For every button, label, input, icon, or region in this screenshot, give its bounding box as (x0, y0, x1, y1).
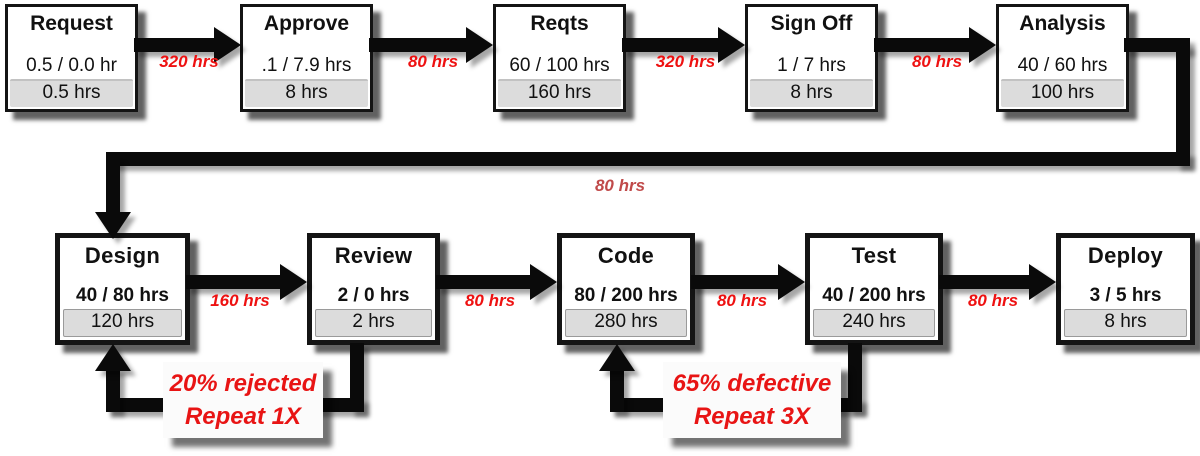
wait-label-test-deploy: 80 hrs (967, 291, 1019, 310)
wait-label-signoff-analysis: 80 hrs (911, 52, 963, 71)
wait-label-reqts-signoff: 320 hrs (655, 52, 716, 71)
arrow-analysis-design-segment-drop (106, 158, 120, 214)
arrow-analysis-design-head-icon (95, 212, 131, 239)
process-total-time: 8 hrs (1064, 309, 1187, 337)
arrow-design-review-head-icon (280, 264, 307, 300)
arrow-request-approve-head-icon (214, 27, 241, 63)
loop-review-design-segment-down (350, 343, 364, 412)
loop-review-design-head-icon (95, 344, 131, 371)
arrow-approve-reqts-line (369, 38, 467, 52)
process-total-time: 240 hrs (813, 309, 935, 337)
arrow-review-code-head-icon (530, 264, 557, 300)
arrow-reqts-signoff-head-icon (718, 27, 745, 63)
process-touch-wait-time: 40 / 60 hrs (1017, 55, 1108, 76)
process-box-code: Code 80 / 200 hrs 280 hrs (557, 233, 695, 345)
process-title: Approve (263, 12, 350, 35)
process-touch-wait-time: 3 / 5 hrs (1089, 285, 1162, 306)
process-total-time: 160 hrs (498, 79, 621, 107)
arrow-request-approve-line (134, 38, 216, 52)
arrow-analysis-design-segment-across (106, 152, 1190, 166)
process-box-request: Request 0.5 / 0.0 hr 0.5 hrs (5, 4, 138, 112)
process-title: Test (851, 243, 897, 268)
process-touch-wait-time: .1 / 7.9 hrs (261, 55, 352, 76)
process-title: Design (84, 243, 161, 268)
loop-test-code-segment-down (848, 343, 862, 412)
process-total-time: 8 hrs (750, 79, 873, 107)
rework-label-review-design: 20% rejected Repeat 1X (163, 362, 323, 438)
process-box-reqts: Reqts 60 / 100 hrs 160 hrs (493, 4, 626, 112)
process-box-review: Review 2 / 0 hrs 2 hrs (307, 233, 440, 345)
process-touch-wait-time: 60 / 100 hrs (509, 55, 610, 76)
arrow-approve-reqts-head-icon (466, 27, 493, 63)
wait-label-request-approve: 320 hrs (159, 52, 219, 71)
arrow-test-deploy-head-icon (1029, 264, 1056, 300)
wait-label-analysis-design: 80 hrs (594, 176, 646, 195)
process-total-time: 0.5 hrs (10, 79, 133, 107)
rework-repeat-text: Repeat 3X (693, 403, 811, 430)
process-touch-wait-time: 80 / 200 hrs (574, 285, 678, 306)
wait-label-review-code: 80 hrs (464, 291, 516, 310)
rework-rate-text: 20% rejected (169, 370, 317, 397)
process-box-design: Design 40 / 80 hrs 120 hrs (55, 233, 190, 345)
arrow-reqts-signoff-line (622, 38, 719, 52)
process-title: Analysis (1019, 12, 1106, 35)
process-total-time: 8 hrs (245, 79, 368, 107)
wait-label-approve-reqts: 80 hrs (407, 52, 459, 71)
process-title: Request (30, 12, 113, 35)
arrow-code-test-head-icon (778, 264, 805, 300)
process-title: Code (597, 243, 655, 268)
loop-test-code-head-icon (599, 344, 635, 371)
arrow-test-deploy-line (939, 275, 1030, 289)
process-total-time: 2 hrs (315, 309, 432, 337)
process-box-analysis: Analysis 40 / 60 hrs 100 hrs (996, 4, 1129, 112)
process-box-sign-off: Sign Off 1 / 7 hrs 8 hrs (745, 4, 878, 112)
arrow-signoff-analysis-line (874, 38, 970, 52)
arrow-review-code-line (436, 275, 531, 289)
process-box-approve: Approve .1 / 7.9 hrs 8 hrs (240, 4, 373, 112)
process-title: Sign Off (770, 12, 853, 35)
process-touch-wait-time: 1 / 7 hrs (777, 55, 846, 76)
wait-label-design-review: 160 hrs (210, 291, 270, 310)
process-touch-wait-time: 40 / 200 hrs (822, 285, 926, 306)
arrow-analysis-design-segment-right (1124, 38, 1190, 52)
process-total-time: 280 hrs (565, 309, 687, 337)
loop-test-code-segment-up (610, 368, 624, 412)
process-touch-wait-time: 2 / 0 hrs (337, 285, 410, 306)
wait-label-code-test: 80 hrs (716, 291, 768, 310)
arrow-analysis-design-segment-down (1176, 44, 1190, 166)
rework-rate-text: 65% defective (672, 370, 832, 397)
arrow-design-review-line (186, 275, 282, 289)
arrow-signoff-analysis-head-icon (969, 27, 996, 63)
arrow-code-test-line (691, 275, 780, 289)
process-title: Reqts (530, 12, 589, 35)
process-box-test: Test 40 / 200 hrs 240 hrs (805, 233, 943, 345)
process-touch-wait-time: 40 / 80 hrs (76, 285, 169, 306)
process-title: Review (334, 243, 413, 268)
process-total-time: 120 hrs (63, 309, 182, 337)
process-title: Deploy (1087, 243, 1164, 268)
process-total-time: 100 hrs (1001, 79, 1124, 107)
rework-repeat-text: Repeat 1X (184, 403, 302, 430)
rework-label-test-code: 65% defective Repeat 3X (663, 362, 841, 438)
loop-review-design-segment-up (106, 368, 120, 412)
process-box-deploy: Deploy 3 / 5 hrs 8 hrs (1056, 233, 1195, 345)
process-touch-wait-time: 0.5 / 0.0 hr (26, 55, 117, 76)
